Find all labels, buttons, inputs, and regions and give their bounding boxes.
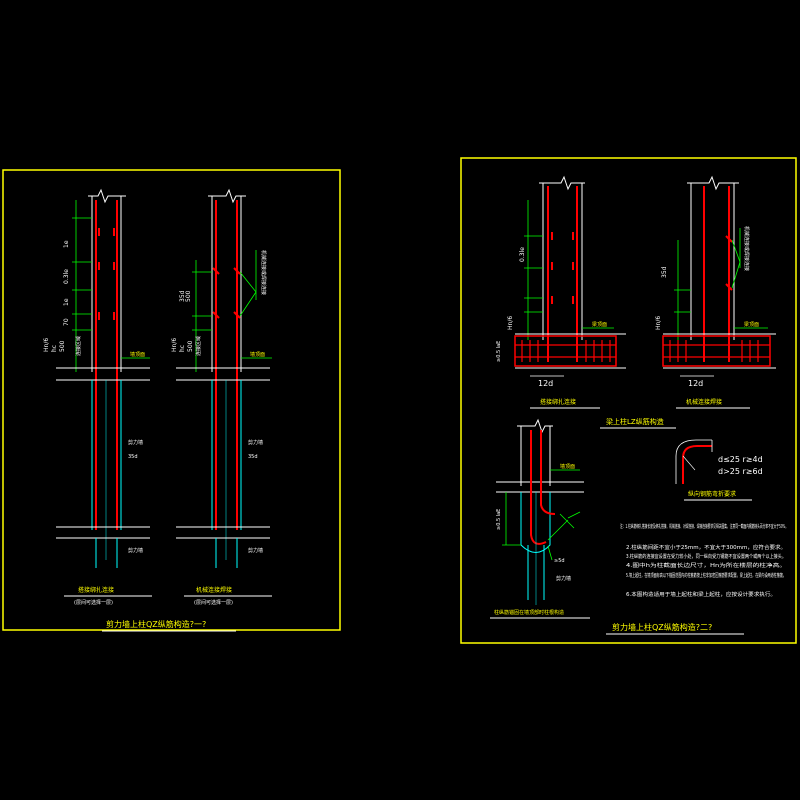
sheet-1-frame (2, 169, 341, 631)
dim-hc: hc (51, 345, 58, 352)
dim-500: 500 (59, 340, 66, 352)
sheet-1: 1e 0.3le 1e 70 Hn/6 hc 500 连接区域 墙顶面 剪力墙 … (2, 169, 341, 632)
note-wall: 剪力墙 (128, 439, 143, 446)
rebar-anchor (540, 430, 556, 515)
sheet-2-frame (460, 157, 797, 644)
note-weld: 机械连接或焊接连接 (260, 250, 267, 295)
dim-12d: 12d (688, 379, 703, 388)
bend-outline (675, 439, 712, 484)
note-beam-top: 梁顶面 (744, 321, 759, 328)
lap-marks (551, 232, 574, 304)
weld-leaders (731, 228, 741, 289)
dim-le-a: 1e (63, 240, 70, 248)
weld-leaders (239, 250, 257, 317)
bend-radius (682, 455, 696, 471)
caption-mech: 机械连接焊接 (196, 586, 232, 594)
detail-beam-weld: 机械连接或焊接连接 35d Hn/6 梁顶面 12d 机械连接焊接 (655, 175, 776, 409)
detail-beam-lap: 0.3le Hn/6 ≥0.5 laE 梁顶面 12d 搭接绑扎连接 (496, 175, 626, 409)
note-wall-lower: 剪力墙 (128, 547, 143, 554)
dim-hn6: Hn/6 (507, 316, 514, 330)
note-wall-top: 墙顶面 (130, 351, 145, 358)
lap-marks (98, 228, 115, 320)
break-line (539, 175, 585, 191)
dimension-lines (502, 492, 521, 546)
dimension-lines (192, 260, 212, 372)
note-wall: 剪力墙 (248, 439, 263, 446)
note-hook: ≥5d (554, 558, 565, 564)
dim-le-b: 1e (63, 298, 70, 306)
dimension-lines (72, 200, 92, 372)
note-wall-lower: 剪力墙 (248, 547, 263, 554)
dim-label: 35d (661, 266, 668, 278)
dim-label: 0.3le (519, 247, 526, 262)
dim-hn6: Hn/6 (655, 316, 662, 330)
caption-mech-sub: (层间可选择一层) (194, 599, 233, 606)
dim-500: 500 (185, 290, 192, 302)
bend-caption: 纵向钢筋弯折要求 (688, 490, 736, 498)
notes-block: 注：1.柱纵筋绑扎搭接长度及绑扎搭接、机械连接、对焊连接、焊接连接要求见相关图集… (620, 523, 788, 598)
note-wall: 剪力墙 (556, 575, 571, 582)
hook-leader (547, 511, 581, 561)
note-weld: 机械连接或焊接连接 (743, 226, 750, 271)
rebar-anchor (530, 430, 547, 545)
bend-rule-2: d>25 r≥6d (718, 467, 763, 476)
dim-70: 70 (63, 318, 70, 326)
note-beam-top: 梁顶面 (592, 321, 607, 328)
bend-rule-1: d≤25 r≥4d (718, 455, 763, 464)
weld-marks (725, 235, 733, 291)
note-wall-top: 墙顶面 (250, 351, 265, 358)
dim-lae: ≥0.5 laE (496, 509, 502, 530)
beam-stirrups (515, 340, 616, 362)
bent-rebar (682, 445, 712, 484)
dim-hn6: Hn/6 (171, 338, 178, 352)
sheet-2-title: 剪力墙上柱QZ纵筋构造?二? (612, 622, 712, 632)
note-conn-zone: 连接区域 (195, 336, 202, 356)
note-line: 2.柱纵筋间距不宜小于25mm，不宜大于300mm，应符合要求。 (626, 544, 786, 551)
note-conn-zone: 连接区域 (75, 336, 82, 356)
dim-gap: 0.3le (63, 269, 70, 284)
sheet-2: 0.3le Hn/6 ≥0.5 laE 梁顶面 12d 搭接绑扎连接 (460, 157, 797, 644)
break-line (517, 418, 553, 434)
note-line: 4.图中h为柱截面长边尺寸，Hn为所在楼层的柱净高。 (626, 562, 786, 569)
break-line (88, 188, 126, 204)
dim-hn6: Hn/6 (43, 338, 50, 352)
caption-beam-weld: 机械连接焊接 (686, 398, 722, 406)
beam-body (662, 335, 771, 367)
column-lap-splice: 1e 0.3le 1e 70 Hn/6 hc 500 连接区域 墙顶面 剪力墙 … (43, 188, 152, 606)
note-line: 5.墙上起柱，在墙顶面标高以下锚固范围内的柱箍筋按上柱非加密区箍筋要求配置。梁上… (626, 572, 786, 579)
beam-column-title: 梁上柱LZ纵筋构造 (606, 417, 664, 426)
note-line: 注：1.柱纵筋绑扎搭接长度及绑扎搭接、机械连接、对焊连接、焊接连接要求见相关图集… (620, 523, 788, 530)
break-line (687, 175, 739, 191)
column-mechanical: 机械连接或焊接连接 35d 500 Hn/6 hc 500 连接区域 墙顶面 剪… (171, 188, 272, 606)
dim-500: 500 (187, 340, 194, 352)
caption-lap: 搭接绑扎连接 (78, 586, 114, 594)
break-line (208, 188, 246, 204)
caption-wall-anchor: 柱纵筋锚固在墙顶部时柱根构造 (494, 609, 564, 616)
dim-hc: hc (179, 345, 186, 352)
dimension-lines (524, 200, 543, 340)
caption-lap-sub: (层间可选择一层) (74, 599, 113, 606)
caption-beam-lap: 搭接绑扎连接 (540, 398, 576, 406)
note-line: 6.本图构造适用于墙上起柱和梁上起柱，应按设计要求执行。 (626, 591, 776, 598)
dim-lae: ≥0.5 laE (496, 341, 502, 362)
beam-stirrups (663, 340, 770, 362)
beam-body (514, 335, 617, 367)
note-wall-top: 墙顶面 (560, 463, 575, 470)
dimension-lines (674, 240, 691, 340)
note-35d: 35d (248, 454, 258, 460)
bend-detail: d≤25 r≥4d d>25 r≥6d 纵向钢筋弯折要求 (675, 439, 763, 501)
note-35d: 35d (128, 454, 138, 460)
note-line: 3.柱纵筋的连接宜设置在受力较小处，同一纵向受力钢筋不宜设置两个或两个以上接头。 (626, 553, 786, 560)
dim-35d: 35d (179, 290, 186, 302)
weld-marks (212, 267, 241, 319)
detail-wall-anchor: 墙顶面 ≥0.5 laE ≥5d 剪力墙 柱纵筋锚固在墙顶部时柱根构造 (490, 418, 590, 619)
sheet-1-title: 剪力墙上柱QZ纵筋构造?一? (106, 619, 206, 629)
dim-12d: 12d (538, 379, 553, 388)
